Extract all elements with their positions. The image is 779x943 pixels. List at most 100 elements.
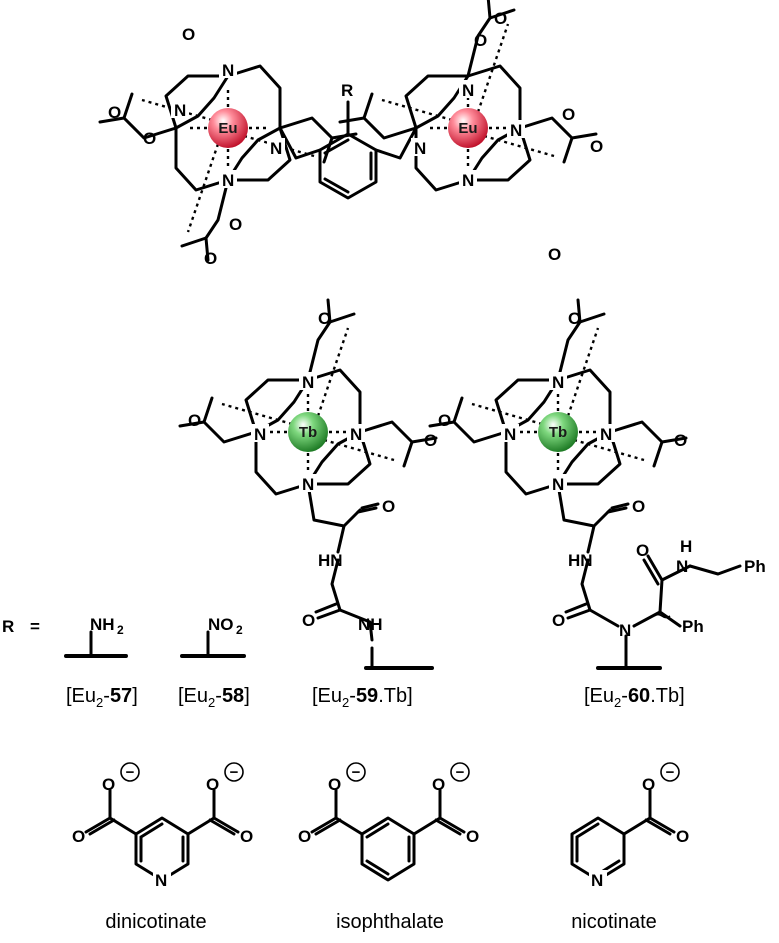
tether-59-atoms: O HN O NH [302, 497, 395, 634]
svg-text:N: N [591, 871, 603, 890]
svg-text:O: O [298, 827, 311, 846]
svg-text:N: N [270, 139, 282, 158]
svg-text:O: O [474, 31, 487, 50]
svg-text:O: O [590, 137, 603, 156]
svg-text:N: N [676, 557, 688, 576]
svg-text:HN: HN [318, 551, 343, 570]
equals-sign: = [30, 617, 40, 636]
svg-text:O: O [424, 431, 437, 450]
svg-text:N: N [222, 171, 234, 190]
svg-text:O: O [674, 431, 687, 450]
svg-text:O: O [676, 827, 689, 846]
svg-text:O: O [328, 775, 341, 794]
compound-label-58: [Eu2-58] [178, 685, 250, 710]
svg-text:N: N [155, 871, 167, 890]
compound-label-57: [Eu2-57] [66, 685, 138, 710]
svg-text:N: N [302, 475, 314, 494]
svg-text:−: − [456, 764, 465, 781]
svg-text:N: N [414, 139, 426, 158]
svg-text:NH: NH [90, 615, 115, 634]
r-substituent-label: R [341, 81, 353, 100]
nicotinate-structure: N O O − [570, 762, 689, 890]
svg-text:O: O [318, 309, 331, 328]
svg-text:Ph: Ph [744, 557, 766, 576]
svg-text:O: O [568, 309, 581, 328]
svg-text:O: O [466, 827, 479, 846]
compound-label-60: [Eu2-60.Tb] [584, 685, 685, 710]
tether-60-atoms: O HN O N Ph O H N Ph [552, 497, 766, 640]
svg-text:N: N [600, 425, 612, 444]
svg-text:NO: NO [208, 615, 234, 634]
substituent-no2: NO 2 [180, 615, 246, 658]
r-label: R [2, 617, 14, 636]
svg-text:O: O [206, 775, 219, 794]
svg-text:N: N [222, 61, 234, 80]
anion-label-isophthalate: isophthalate [336, 911, 444, 933]
svg-text:O: O [182, 25, 195, 44]
svg-text:O: O [382, 497, 395, 516]
svg-text:2: 2 [236, 623, 243, 637]
svg-text:O: O [240, 827, 253, 846]
svg-text:O: O [562, 105, 575, 124]
svg-text:O: O [432, 775, 445, 794]
svg-text:H: H [680, 537, 692, 556]
svg-text:NH: NH [358, 615, 383, 634]
eu-left-atoms: N N N N O O O O O [108, 25, 285, 268]
eu-complex-left [98, 64, 358, 262]
svg-text:N: N [350, 425, 362, 444]
svg-text:O: O [188, 411, 201, 430]
svg-text:O: O [302, 611, 315, 630]
compound-label-59: [Eu2-59.Tb] [312, 685, 413, 710]
svg-text:N: N [619, 621, 631, 640]
svg-text:O: O [229, 215, 242, 234]
svg-text:O: O [642, 775, 655, 794]
svg-text:HN: HN [568, 551, 593, 570]
svg-text:N: N [462, 81, 474, 100]
svg-text:N: N [254, 425, 266, 444]
svg-text:Eu: Eu [218, 120, 237, 137]
svg-text:O: O [438, 411, 451, 430]
svg-text:O: O [552, 611, 565, 630]
svg-text:N: N [504, 425, 516, 444]
svg-text:O: O [632, 497, 645, 516]
svg-text:N: N [174, 101, 186, 120]
eu-ion-right: Eu [448, 108, 488, 148]
svg-text:O: O [636, 541, 649, 560]
tb-complex-59 [178, 298, 438, 496]
tb-ion-60: Tb [538, 412, 578, 452]
svg-text:−: − [126, 764, 135, 781]
svg-text:O: O [143, 129, 156, 148]
anion-label-nicotinate: nicotinate [571, 911, 657, 933]
svg-text:2: 2 [117, 623, 124, 637]
svg-text:Tb: Tb [299, 424, 317, 441]
svg-text:O: O [548, 245, 561, 264]
eu-ion-left: Eu [208, 108, 248, 148]
svg-text:N: N [552, 373, 564, 392]
svg-text:−: − [230, 764, 239, 781]
svg-text:N: N [302, 373, 314, 392]
svg-text:−: − [352, 764, 361, 781]
svg-text:O: O [102, 775, 115, 794]
tb-59-atoms: N N N N O O O [188, 309, 437, 494]
svg-text:O: O [108, 103, 121, 122]
svg-text:O: O [204, 249, 217, 268]
substituent-nh2: NH 2 [64, 615, 128, 658]
tether-60 [556, 482, 742, 670]
isophthalate-structure: O O O O − − [298, 762, 479, 882]
aryl-linker [278, 100, 418, 200]
tb-ion-59: Tb [288, 412, 328, 452]
svg-text:Ph: Ph [682, 617, 704, 636]
eu-right-atoms: N N N N O O O O O [411, 9, 603, 264]
svg-text:−: − [666, 764, 675, 781]
svg-text:Tb: Tb [549, 424, 567, 441]
svg-text:N: N [510, 121, 522, 140]
svg-text:N: N [552, 475, 564, 494]
tb-60-atoms: N N N N O O O [438, 309, 687, 494]
svg-text:O: O [494, 9, 507, 28]
anion-label-dinicotinate: dinicotinate [105, 911, 206, 933]
tb-complex-60 [428, 298, 688, 496]
svg-text:Eu: Eu [458, 120, 477, 137]
svg-text:N: N [462, 171, 474, 190]
tether-59 [306, 482, 434, 670]
dinicotinate-structure: N O O O O − − [72, 762, 253, 890]
